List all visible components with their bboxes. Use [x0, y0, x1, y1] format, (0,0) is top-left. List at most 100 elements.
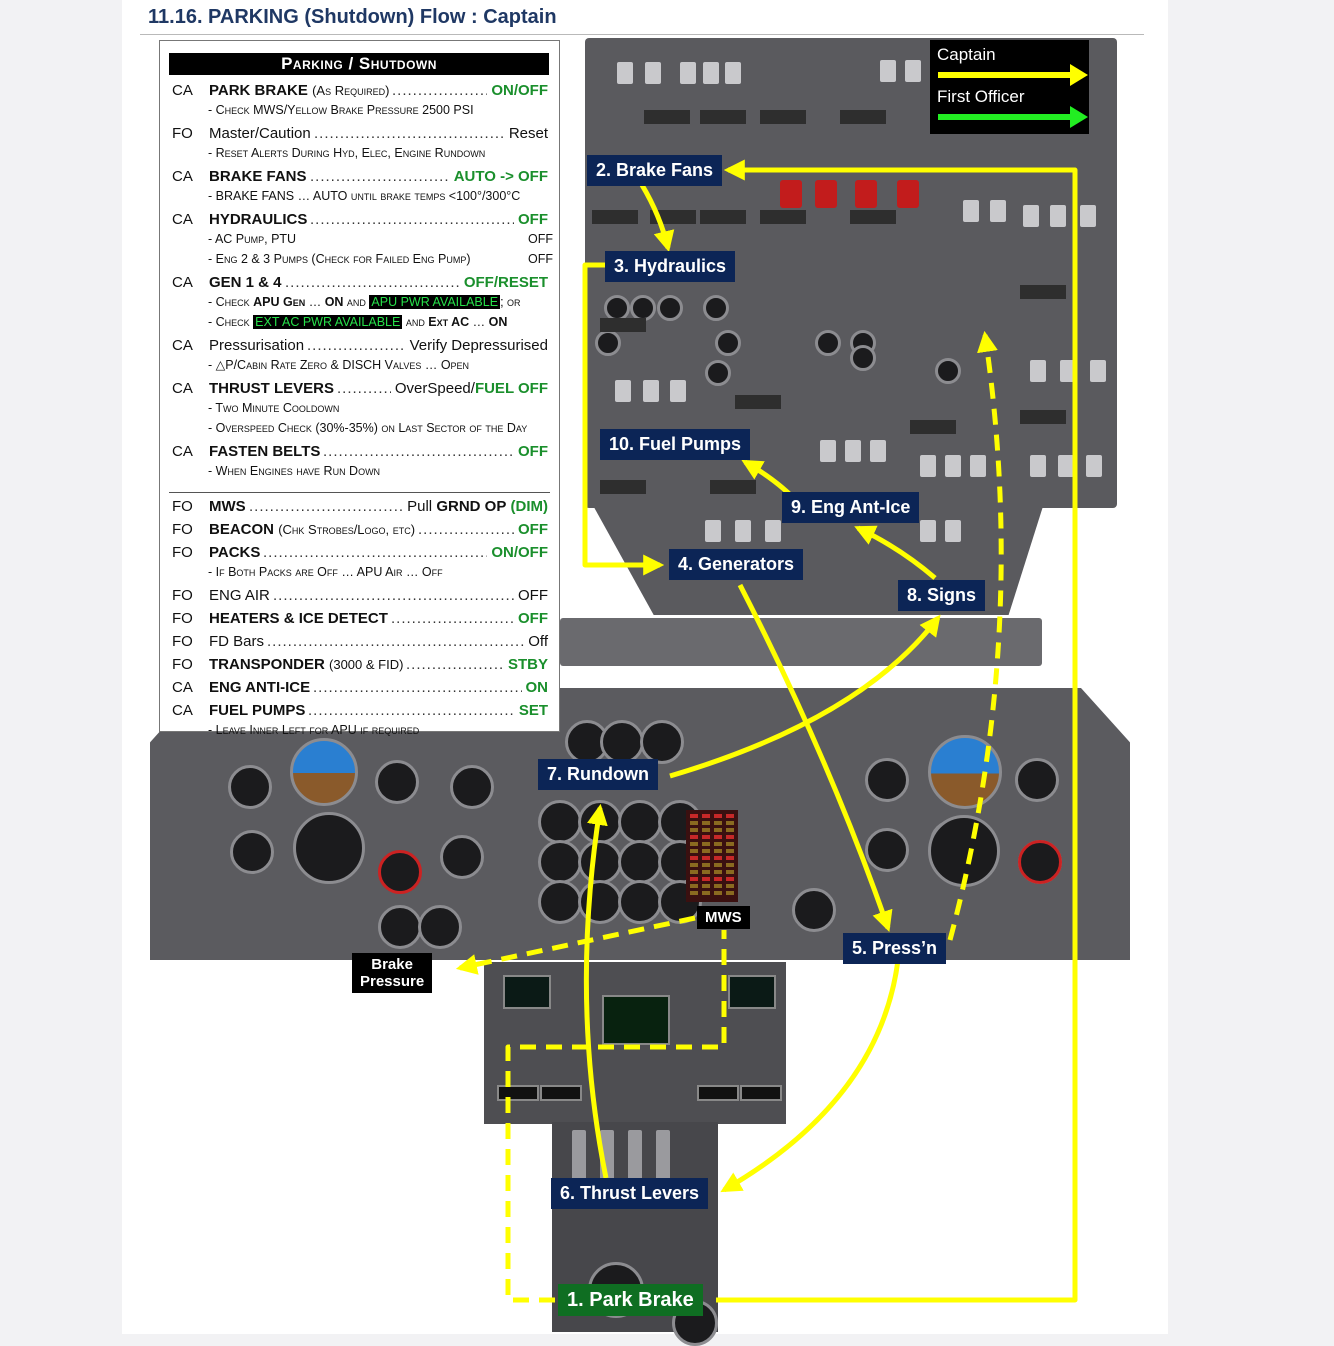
checklist-item-label: PARK BRAKE (As Required) [209, 81, 389, 101]
step-8-signs: 8. Signs [898, 580, 986, 611]
checklist-item-name: HEATERS & ICE DETECT [209, 610, 388, 627]
checklist-value-text: OFF [518, 211, 548, 228]
overhead-switch [617, 62, 633, 84]
checklist-item-label: Master/Caution [209, 124, 311, 144]
checklist-item-value: AUTO -> OFF [451, 167, 548, 187]
checklist-item-value: Reset [506, 124, 548, 144]
checklist-leader-dots: ........................................… [285, 274, 460, 291]
arrow-2-to-3 [639, 183, 675, 253]
checklist-row: FO TRANSPONDER (3000 & FID)..............… [160, 655, 559, 675]
checklist-value-text: (DIM) [510, 498, 549, 515]
fire-handle [855, 180, 877, 208]
checklist-value-text: OFF [518, 521, 548, 538]
checklist-value-prefix: Pull [407, 498, 437, 515]
overhead-switch [1058, 455, 1074, 477]
overhead-gauge [850, 345, 876, 371]
overhead-switch [735, 520, 751, 542]
checklist-item-name: Master/Caution [209, 125, 311, 142]
annunciator-strip [644, 110, 690, 124]
arrow-3-to-4 [582, 262, 665, 576]
checklist-subitem-part: ; or [500, 295, 521, 309]
annunciator-strip [850, 210, 896, 224]
checklist-item-value: Off [526, 632, 548, 652]
checklist-item-label: BRAKE FANS [209, 167, 307, 187]
checklist-item-label: HYDRAULICS [209, 210, 307, 230]
annunciator-strip [735, 395, 781, 409]
checklist-value-text: OFF [518, 443, 548, 460]
checklist-subitem: - Eng 2 & 3 Pumps (Check for Failed Eng … [208, 250, 553, 268]
overhead-switch [990, 200, 1006, 222]
checklist-leader-dots: ........................................… [391, 610, 514, 627]
checklist-value-text: FUEL OFF [474, 380, 548, 397]
checklist-value-text: ON/OFF [491, 82, 548, 99]
checklist-leader-dots: ........................................… [267, 633, 524, 650]
instrument-gauge [230, 830, 274, 874]
checklist-item-name: MWS [209, 498, 246, 515]
annunciator-strip [600, 480, 646, 494]
checklist-subitem-text: - BRAKE FANS … AUTO until brake temps <1… [208, 189, 521, 203]
checklist-item-value: OverSpeed/FUEL OFF [392, 379, 548, 399]
checklist-subitem-text: - Overspeed Check (30%-35%) on Last Sect… [208, 421, 528, 435]
checklist-leader-dots: ........................................… [313, 679, 522, 696]
checklist-box: Parking / Shutdown CA PARK BRAKE (As Requ… [159, 40, 560, 737]
step-5-pressurisation: 5. Press’n [843, 933, 947, 964]
checklist-item-label: TRANSPONDER (3000 & FID) [209, 655, 403, 675]
checklist-leader-dots: ........................................… [406, 656, 504, 673]
checklist-item-label: FUEL PUMPS [209, 701, 305, 721]
annunciator-strip [592, 210, 638, 224]
brake-pressure-label: Brake Pressure [352, 953, 433, 993]
checklist-item-value: OFF/RESET [461, 273, 548, 293]
arrow-1-to-2 [716, 159, 1078, 1303]
checklist-item-name: GEN 1 & 4 [209, 274, 282, 291]
overhead-switch [1086, 455, 1102, 477]
checklist-subitem-text: - Leave Inner Left for APU if required [208, 723, 420, 737]
checklist-subitem-text: - Reset Alerts During Hyd, Elec, Engine … [208, 146, 486, 160]
checklist-item-name: PARK BRAKE [209, 82, 308, 99]
central-warning-panel [686, 810, 738, 902]
fire-handle [780, 180, 802, 208]
legend: Captain First Officer [930, 40, 1089, 134]
checklist-item-name: ENG AIR [209, 587, 270, 604]
arrow-8-to-9 [854, 525, 937, 580]
step-7-rundown: 7. Rundown [538, 759, 658, 790]
checklist-item-label: GEN 1 & 4 [209, 273, 282, 293]
checklist-item-name: HYDRAULICS [209, 211, 308, 228]
checklist-item-label: THRUST LEVERS [209, 379, 334, 399]
captain-adi [290, 738, 358, 806]
checklist-title: Parking / Shutdown [169, 53, 549, 75]
overhead-switch [765, 520, 781, 542]
checklist-leader-dots: ........................................… [337, 380, 391, 397]
checklist-crew: FO [172, 656, 193, 673]
page-heading: 11.16. PARKING (Shutdown) Flow : Captain [148, 6, 557, 28]
checklist-crew: CA [172, 443, 193, 460]
annunciator-strip [840, 110, 886, 124]
checklist-crew: FO [172, 587, 193, 604]
overhead-switch [963, 200, 979, 222]
checklist-crew: FO [172, 125, 193, 142]
overhead-switch [1030, 360, 1046, 382]
checklist-subitem: - △P/Cabin Rate Zero & DISCH Valves … Op… [208, 356, 553, 374]
checklist-subitem: - Two Minute Cooldown [208, 399, 553, 417]
instrument-gauge [538, 880, 582, 924]
checklist-leader-dots: ........................................… [263, 544, 487, 561]
checklist-item-label: ENG AIR [209, 586, 270, 606]
checklist-item-name: BRAKE FANS [209, 168, 307, 185]
instrument-gauge [618, 840, 662, 884]
fms-display-left [503, 975, 551, 1009]
overhead-switch [1090, 360, 1106, 382]
annunciator-strip [600, 318, 646, 332]
thrust-lever [656, 1130, 670, 1180]
fire-handle [897, 180, 919, 208]
checklist-subitem-part: APU PWR AVAILABLE [369, 295, 501, 309]
annunciator-strip [760, 110, 806, 124]
checklist-subitem-part: and [343, 295, 370, 309]
overhead-switch [920, 455, 936, 477]
checklist-item-label: PACKS [209, 543, 260, 563]
checklist-leader-dots: ........................................… [314, 125, 505, 142]
instrument-gauge [450, 765, 494, 809]
checklist-item-label: MWS [209, 497, 246, 517]
